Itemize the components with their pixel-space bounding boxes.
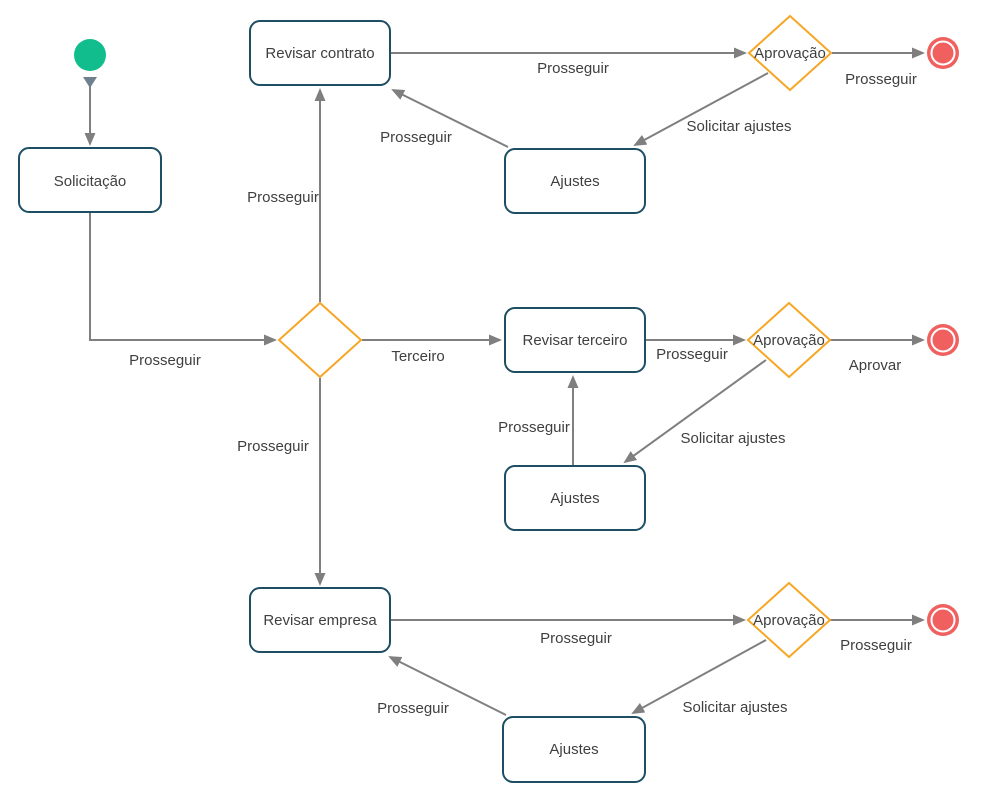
task-revisar-terceiro-label: Revisar terceiro [522, 332, 627, 349]
task-revisar-contrato[interactable] [249, 20, 391, 86]
task-ajustes-contrato[interactable] [504, 148, 646, 214]
edge-aprovacao-contrato-ajustes [633, 72, 769, 146]
task-ajustes-contrato-label: Ajustes [550, 173, 599, 190]
task-revisar-empresa-label: Revisar empresa [263, 612, 377, 629]
edge-label-ajustes-empresa-revisar: Prosseguir [377, 700, 449, 717]
edge-label-revisar-terceiro-aprovacao: Prosseguir [656, 346, 728, 363]
start-event[interactable] [74, 39, 106, 71]
task-solicitacao-label: Solicitação [54, 173, 127, 190]
task-solicitacao[interactable] [18, 147, 162, 213]
task-revisar-empresa[interactable] [249, 587, 391, 653]
gateway-decision[interactable] [277, 301, 363, 379]
end-event-terceiro[interactable] [927, 324, 959, 356]
edge-label-revisar-empresa-aprovacao: Prosseguir [540, 630, 612, 647]
edge-ajustes-empresa-revisar [388, 656, 507, 716]
task-ajustes-terceiro-label: Ajustes [550, 490, 599, 507]
edge-label-ajustes-contrato-revisar: Prosseguir [380, 129, 452, 146]
edge-aprovacao-terceiro-ajustes [623, 359, 767, 464]
edge-label-aprovacao-contrato-ajustes: Solicitar ajustes [686, 118, 791, 135]
task-ajustes-terceiro[interactable] [504, 465, 646, 531]
edge-label-decision-revisar-terceiro: Terceiro [391, 348, 444, 365]
gateway-aprovacao-terceiro-label: Aprovação [753, 332, 825, 349]
edge-label-aprovacao-empresa-end: Prosseguir [840, 637, 912, 654]
edge-label-aprovacao-terceiro-end: Aprovar [849, 357, 902, 374]
edge-label-revisar-contrato-aprovacao: Prosseguir [537, 60, 609, 77]
edge-label-decision-revisar-contrato: Prosseguir [247, 189, 319, 206]
edge-label-aprovacao-contrato-end: Prosseguir [845, 71, 917, 88]
gateway-aprovacao-empresa[interactable] [746, 581, 832, 659]
edge-label-ajustes-terceiro-revisar: Prosseguir [498, 419, 570, 436]
start-arrow-marker [83, 77, 97, 88]
edge-solicitacao-decision [89, 212, 277, 346]
end-event-contrato[interactable] [927, 37, 959, 69]
gateway-aprovacao-empresa-label: Aprovação [753, 612, 825, 629]
edge-label-decision-revisar-empresa: Prosseguir [237, 438, 309, 455]
task-revisar-contrato-label: Revisar contrato [265, 45, 374, 62]
edge-labels: Prosseguir Prosseguir Prosseguir Prosseg… [129, 60, 917, 717]
gateway-aprovacao-contrato[interactable] [747, 14, 833, 92]
edge-label-aprovacao-terceiro-ajustes: Solicitar ajustes [680, 430, 785, 447]
edge-label-aprovacao-empresa-ajustes: Solicitar ajustes [682, 699, 787, 716]
edge-label-solicitacao-decision: Prosseguir [129, 352, 201, 369]
nodes: Solicitação Revisar contrato Aprovação A… [18, 14, 959, 783]
end-event-empresa[interactable] [927, 604, 959, 636]
edge-aprovacao-empresa-ajustes [631, 639, 767, 714]
gateway-aprovacao-contrato-label: Aprovação [754, 45, 826, 62]
gateway-aprovacao-terceiro[interactable] [746, 301, 832, 379]
edges [83, 47, 925, 716]
task-ajustes-empresa-label: Ajustes [549, 741, 598, 758]
task-revisar-terceiro[interactable] [504, 307, 646, 373]
task-ajustes-empresa[interactable] [502, 716, 646, 783]
edge-ajustes-contrato-revisar [391, 89, 509, 148]
